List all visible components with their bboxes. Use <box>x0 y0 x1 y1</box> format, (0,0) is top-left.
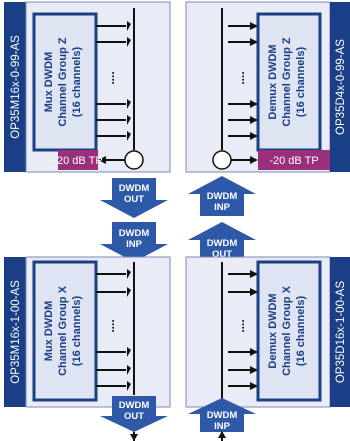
arrow-label-inp: INP <box>126 239 143 250</box>
demux-block <box>256 260 322 402</box>
ellipsis: .... <box>233 71 247 84</box>
test-point-left <box>58 150 98 170</box>
module-id-label: OP35M16x-1-00-AS <box>10 280 22 384</box>
coupler-right <box>212 150 232 170</box>
arrow-label-dwdm: DWDM <box>119 183 150 194</box>
block-label-line1: Mux DWDM <box>43 301 55 362</box>
channel-lines <box>221 262 253 400</box>
arrow-label-dwdm: DWDM <box>119 400 150 411</box>
channel-lines <box>96 262 135 395</box>
coupler-left <box>124 150 144 170</box>
module-id-strip <box>4 257 26 407</box>
module-top-left: OP35M16x-0-99-AS Mux DWDM Channel Group … <box>4 1 171 173</box>
test-point-left-label: -20 dB TP <box>53 155 102 167</box>
module-bottom-right: OP35D16x-1-00-AS Demux DWDM Channel Grou… <box>185 256 350 408</box>
ellipsis: .... <box>103 71 117 84</box>
fiber-in-arrowhead <box>218 431 226 438</box>
test-point-right <box>258 150 330 170</box>
tap-arrowhead <box>98 156 106 164</box>
module-id-label: OP35D4x-0-99-AS <box>335 39 347 135</box>
fiber-out-arrowhead <box>130 434 138 441</box>
dwdm-inp-arrow-mid: DWDM INP <box>100 222 168 262</box>
arrow-label-dwdm: DWDM <box>207 191 238 202</box>
channel-lines <box>221 8 253 150</box>
tap-arrowhead <box>250 156 258 164</box>
dwdm-out-arrow-bottom: DWDM OUT <box>100 396 168 432</box>
arrow-label-dwdm: DWDM <box>207 238 238 249</box>
dwdm-out-arrow-mid: DWDM OUT <box>188 222 256 262</box>
mux-block <box>32 260 98 402</box>
arrow-label-inp: INP <box>214 202 231 213</box>
dwdm-inp-arrow-bottom: DWDM INP <box>188 398 256 432</box>
block-label-line3: (16 channels) <box>71 47 83 118</box>
block-label-line2: Channel Group X <box>57 285 69 376</box>
block-label-line2: Channel Group X <box>281 285 293 376</box>
block-label-line2: Channel Group Z <box>57 37 69 127</box>
module-id-label: OP35M16x-0-99-AS <box>10 35 22 139</box>
block-label-line1: Mux DWDM <box>43 52 55 113</box>
module-id-strip <box>4 2 26 172</box>
arrow-label-dwdm: DWDM <box>119 228 150 239</box>
module-bottom-left: OP35M16x-1-00-AS Mux DWDM Channel Group … <box>4 256 171 408</box>
block-label-line3: (16 channels) <box>71 296 83 367</box>
block-label-line3: (16 channels) <box>295 47 307 118</box>
ellipsis: .... <box>233 319 247 332</box>
channel-arrowheads <box>127 21 131 141</box>
channel-arrowheads <box>250 22 258 140</box>
block-label-line3: (16 channels) <box>295 296 307 367</box>
arrow-label-inp: INP <box>214 421 231 432</box>
channel-arrowheads <box>250 270 258 390</box>
module-id-strip <box>330 2 350 172</box>
arrow-label-out: OUT <box>212 249 232 260</box>
module-top-right: OP35D4x-0-99-AS Demux DWDM Channel Group… <box>185 1 350 173</box>
ellipsis: .... <box>103 319 117 332</box>
channel-arrowheads <box>127 269 131 391</box>
block-label-line2: Channel Group Z <box>281 37 293 127</box>
module-id-strip <box>330 257 350 407</box>
arrow-label-dwdm: DWDM <box>207 410 238 421</box>
dwdm-out-arrow-top: DWDM OUT <box>100 178 168 218</box>
block-label-line1: Demux DWDM <box>267 293 279 368</box>
module-id-label: OP35D16x-1-00-AS <box>335 281 347 384</box>
channel-lines <box>96 8 135 150</box>
block-label-line1: Demux DWDM <box>267 44 279 119</box>
demux-block <box>256 12 322 152</box>
arrow-label-out: OUT <box>124 411 144 422</box>
dwdm-inp-arrow-top: DWDM INP <box>188 176 256 216</box>
test-point-right-label: -20 dB TP <box>269 155 318 167</box>
arrow-label-out: OUT <box>124 194 144 205</box>
